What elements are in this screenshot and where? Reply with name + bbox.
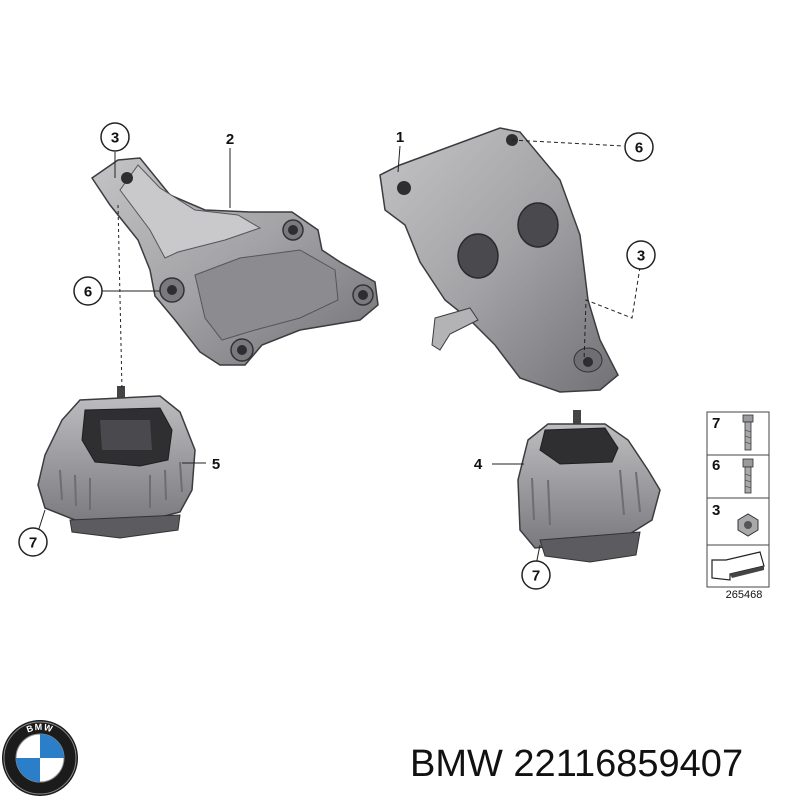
callout-6-right: 6	[624, 132, 654, 162]
legend-item-7-label: 7	[712, 415, 720, 432]
engine-bracket-right	[379, 127, 619, 393]
legend-item-3-label: 3	[712, 502, 720, 519]
bolt-long-icon	[742, 414, 754, 451]
callout-7-left-label: 7	[29, 535, 37, 552]
callout-6-left-label: 6	[84, 284, 92, 301]
callout-7-right: 7	[521, 560, 551, 590]
callout-3-top-left: 3	[100, 122, 130, 152]
engine-bracket-left	[90, 157, 379, 366]
brand-part-number: BMW 22116859407	[410, 743, 743, 785]
callout-3-right-label: 3	[637, 248, 645, 265]
fastener-legend: 7 6 3	[706, 411, 770, 588]
bmw-logo-lettering: BMW	[25, 722, 55, 735]
callout-4-label: 4	[474, 456, 483, 473]
engine-mount-left	[37, 386, 196, 539]
callout-7-right-label: 7	[532, 568, 540, 585]
diagram-number: 265468	[726, 589, 763, 601]
hex-nut-icon	[737, 513, 759, 537]
engine-mount-right	[517, 410, 661, 563]
callout-1-label: 1	[396, 129, 404, 146]
bolt-short-icon	[742, 458, 754, 494]
callout-7-left: 7	[18, 527, 48, 557]
callout-6-right-label: 6	[635, 140, 643, 157]
callout-2-label: 2	[226, 131, 234, 148]
bmw-logo: BMW	[2, 720, 78, 796]
legend-item-6-label: 6	[712, 457, 720, 474]
callout-3-label: 3	[111, 130, 119, 147]
front-direction-arrow-icon	[711, 551, 765, 581]
callout-3-right: 3	[626, 240, 656, 270]
callout-5-label: 5	[212, 456, 220, 473]
callout-6-left: 6	[73, 276, 103, 306]
